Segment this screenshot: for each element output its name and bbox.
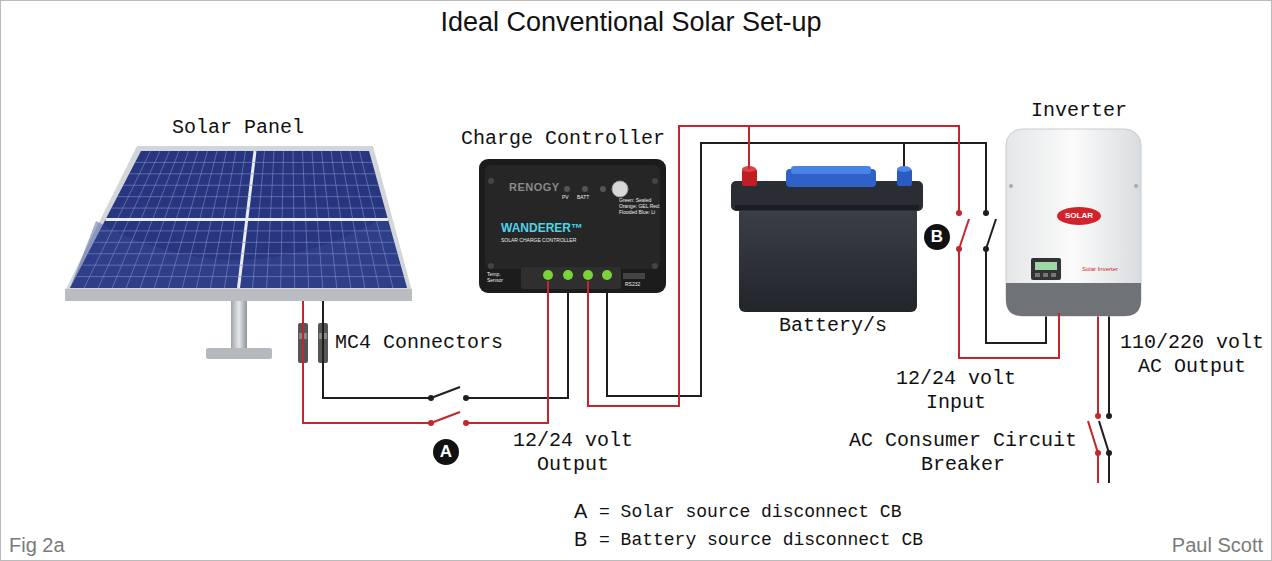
port-label: RS232	[625, 281, 640, 287]
battery-drawing	[731, 166, 923, 312]
voltage-label: 12/24 volt Output	[503, 429, 643, 477]
panel-bottom-bar	[65, 289, 412, 301]
legend-key: A	[574, 499, 587, 523]
black-wires	[323, 143, 1109, 483]
node-heading: Inverter	[1031, 99, 1127, 123]
battery-node: Battery/s	[731, 166, 923, 312]
voltage-label: 110/220 volt AC Output	[1117, 331, 1267, 379]
author-credit: Paul Scott	[1172, 533, 1263, 557]
inverter-drawing	[1006, 129, 1141, 316]
panel-pole	[231, 299, 247, 351]
cell-grid	[76, 151, 404, 288]
node-heading: Battery/s	[779, 314, 887, 338]
brand-text: RENOGY	[509, 181, 560, 193]
led-label: BATT	[577, 194, 589, 200]
voltage-label: 12/24 volt Input	[886, 367, 1026, 415]
node-heading: Solar Panel	[172, 116, 304, 140]
inverter-node: InverterSOLARSolar Inverter	[1006, 129, 1141, 316]
callout-circle	[924, 224, 950, 250]
model-text: Solar Inverter	[1082, 266, 1118, 273]
panel-cells	[70, 151, 407, 288]
red-wire	[303, 281, 548, 423]
brand-badge-text: SOLAR	[1065, 211, 1093, 221]
diagram-title: Ideal Conventional Solar Set-up	[440, 6, 821, 38]
callout-number: A	[434, 442, 458, 462]
legend-key: B	[574, 527, 587, 551]
legend-text: = Solar source disconnect CB	[599, 501, 901, 523]
red-wire	[749, 126, 1059, 358]
callout-number: B	[925, 227, 949, 247]
red-wire	[588, 126, 749, 406]
solar-panel-drawing	[65, 146, 412, 359]
solar-panel-node: Solar Panel	[66, 146, 411, 301]
red-ac-wire	[1097, 313, 1099, 483]
figure-number: Fig 2a	[9, 533, 65, 557]
panel-frame	[65, 146, 412, 291]
led-label: PV	[562, 194, 569, 200]
callout-circle	[433, 439, 459, 465]
battery-type-note: Green: Sealed Orange: GEL Red: Flooded B…	[619, 197, 661, 215]
model-subtitle: SOLAR CHARGE CONTROLLER	[501, 237, 576, 243]
panel-base	[206, 348, 272, 359]
part-label: MC4 Connectors	[335, 331, 503, 355]
legend-text: = Battery source disconnect CB	[599, 529, 923, 551]
terminal-label: Temp. Sensor	[487, 271, 513, 283]
charge-controller-drawing	[479, 159, 666, 293]
charge-controller-node: Charge ControllerRENOGYPVBATTWANDERER™SO…	[479, 159, 666, 293]
model-text: WANDERER™	[501, 221, 583, 235]
node-heading: Charge Controller	[461, 127, 665, 151]
part-label: AC Consumer Circuit Breaker	[841, 429, 1085, 477]
